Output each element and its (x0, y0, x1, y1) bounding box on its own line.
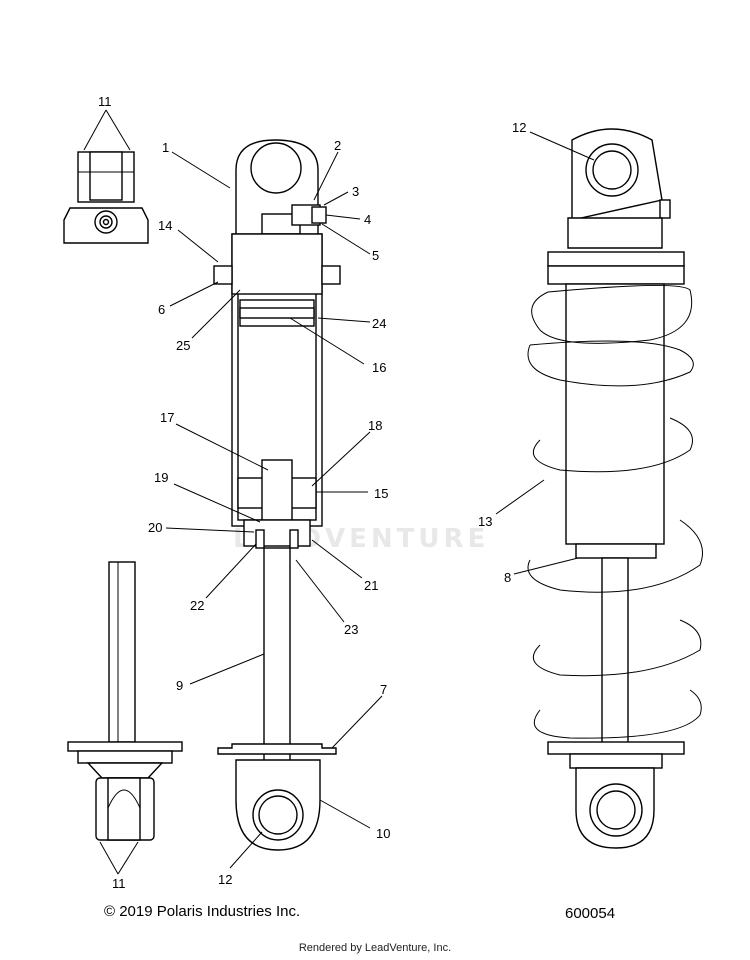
callout-13: 13 (478, 514, 492, 529)
callout-12-bottom: 12 (218, 872, 232, 887)
eyelet-detail-top (63, 151, 149, 244)
callout-24: 24 (372, 316, 386, 331)
callout-9: 9 (176, 678, 183, 693)
callout-23: 23 (344, 622, 358, 637)
callout-15: 15 (374, 486, 388, 501)
callout-2: 2 (334, 138, 341, 153)
callout-10: 10 (376, 826, 390, 841)
callout-21: 21 (364, 578, 378, 593)
callout-17: 17 (160, 410, 174, 425)
callout-19: 19 (154, 470, 168, 485)
callout-14: 14 (158, 218, 172, 233)
callout-1: 1 (162, 140, 169, 155)
leader-lines (83, 109, 595, 875)
callout-11-bottom: 11 (112, 876, 126, 891)
callout-12-right: 12 (512, 120, 526, 135)
callout-20: 20 (148, 520, 162, 535)
callout-5: 5 (372, 248, 379, 263)
callout-6: 6 (158, 302, 165, 317)
rendered-by-text: Rendered by LeadVenture, Inc. (298, 942, 452, 954)
callout-22: 22 (190, 598, 204, 613)
shock-assembled (527, 128, 703, 849)
eyelet-detail-bottom (67, 561, 183, 841)
callout-3: 3 (352, 184, 359, 199)
callout-labels: 11 1 2 3 4 5 14 6 25 24 16 17 18 19 15 2… (98, 94, 526, 891)
callout-11-top: 11 (98, 94, 112, 109)
callout-18: 18 (368, 418, 382, 433)
callout-7: 7 (380, 682, 387, 697)
callout-16: 16 (372, 360, 386, 375)
callout-8: 8 (504, 570, 511, 585)
figure-number: 600054 (565, 905, 616, 922)
copyright-text: © 2019 Polaris Industries Inc. (104, 903, 301, 920)
callout-4: 4 (364, 212, 371, 227)
shock-cutaway (213, 139, 341, 851)
callout-25: 25 (176, 338, 190, 353)
